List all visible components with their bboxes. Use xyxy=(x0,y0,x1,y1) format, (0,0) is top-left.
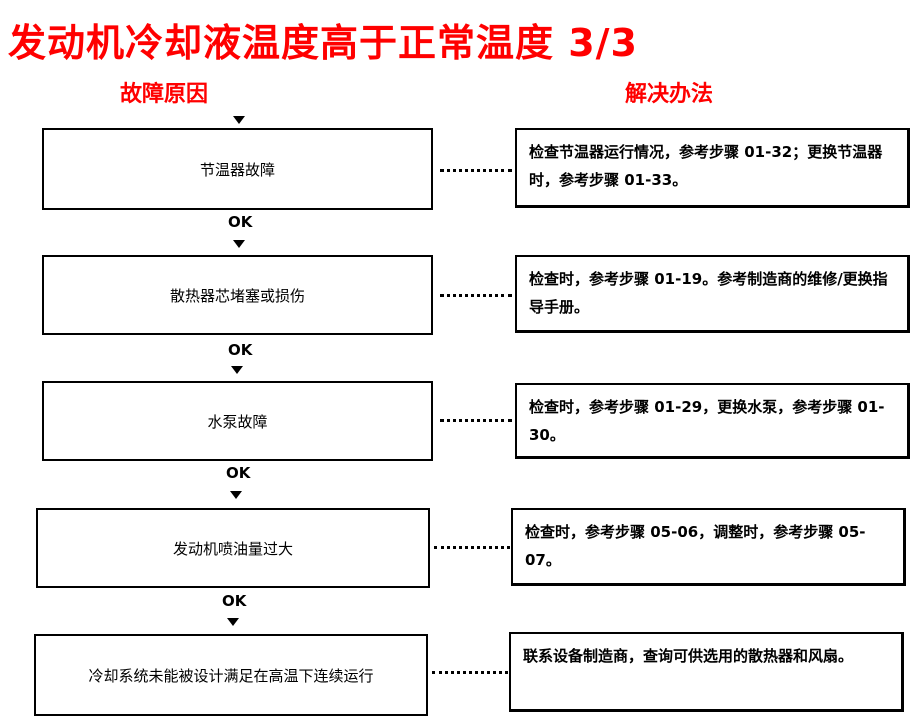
arrow-down-icon xyxy=(233,240,245,248)
dotted-connector-3 xyxy=(440,419,512,422)
fix-box-2: 检查时，参考步骤 01-19。参考制造商的维修/更换指导手册。 xyxy=(515,255,910,333)
fix-column-header: 解决办法 xyxy=(625,82,714,107)
cause-box-3: 水泵故障 xyxy=(42,381,433,461)
cause-box-4: 发动机喷油量过大 xyxy=(36,508,430,588)
arrow-down-icon xyxy=(233,116,245,124)
cause-box-5: 冷却系统未能被设计满足在高温下连续运行 xyxy=(34,634,428,716)
cause-box-2: 散热器芯堵塞或损伤 xyxy=(42,255,433,335)
ok-label-4: OK xyxy=(222,592,247,610)
fix-box-3: 检查时，参考步骤 01-29，更换水泵，参考步骤 01-30。 xyxy=(515,383,910,459)
fix-box-1: 检查节温器运行情况，参考步骤 01-32；更换节温器时，参考步骤 01-33。 xyxy=(515,128,910,208)
fix-box-4: 检查时，参考步骤 05-06，调整时，参考步骤 05-07。 xyxy=(511,508,906,586)
page-title: 发动机冷却液温度高于正常温度 3/3 xyxy=(8,21,638,65)
cause-box-1: 节温器故障 xyxy=(42,128,433,210)
dotted-connector-2 xyxy=(440,294,512,297)
ok-label-1: OK xyxy=(228,213,253,231)
dotted-connector-1 xyxy=(440,169,512,172)
dotted-connector-4 xyxy=(434,546,510,549)
fix-box-5: 联系设备制造商，查询可供选用的散热器和风扇。 xyxy=(509,632,904,712)
arrow-down-icon xyxy=(227,618,239,626)
arrow-down-icon xyxy=(230,491,242,499)
dotted-connector-5 xyxy=(432,671,508,674)
arrow-down-icon xyxy=(231,366,243,374)
ok-label-2: OK xyxy=(228,341,253,359)
cause-column-header: 故障原因 xyxy=(120,82,209,107)
ok-label-3: OK xyxy=(226,464,251,482)
